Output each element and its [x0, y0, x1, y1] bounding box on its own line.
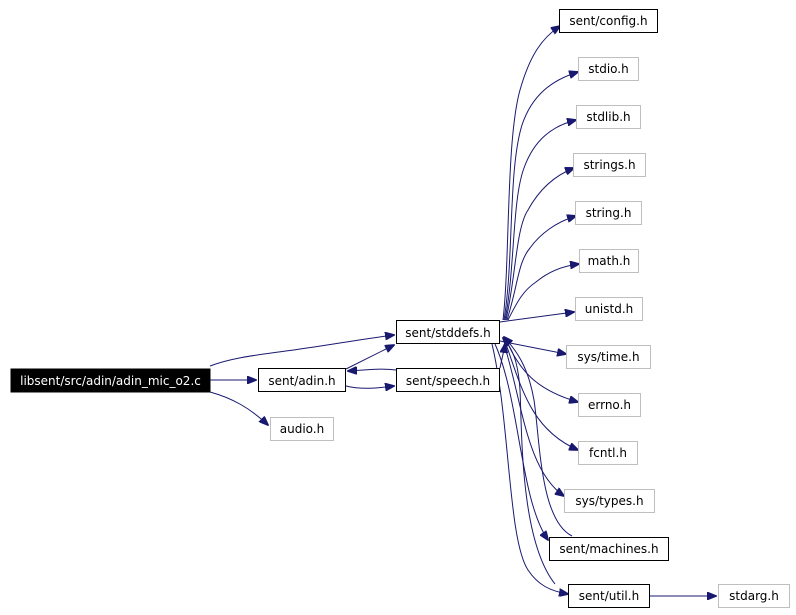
node-strings[interactable]: strings.h [573, 153, 646, 177]
node-systypes-label: sys/types.h [575, 494, 643, 508]
node-unistd[interactable]: unistd.h [575, 297, 643, 321]
node-util-label: sent/util.h [579, 589, 639, 603]
node-root-label: libsent/src/adin/adin_mic_o2.c [20, 374, 201, 388]
node-systime[interactable]: sys/time.h [566, 345, 651, 369]
edge-stddefs-to-string [506, 216, 576, 321]
node-errno-label: errno.h [588, 398, 631, 412]
node-systime-label: sys/time.h [577, 350, 639, 364]
node-errno[interactable]: errno.h [578, 393, 641, 417]
node-stdio[interactable]: stdio.h [578, 57, 639, 81]
edges [209, 26, 716, 596]
node-config[interactable]: sent/config.h [559, 9, 658, 33]
node-machines-label: sent/machines.h [559, 542, 658, 556]
node-stddefs-label: sent/stddefs.h [405, 326, 490, 340]
edge-speech-to-adin [348, 369, 397, 371]
node-stdlib[interactable]: stdlib.h [576, 105, 641, 129]
node-stdarg-label: stdarg.h [729, 589, 779, 603]
node-config-label: sent/config.h [569, 14, 647, 28]
node-fcntl-label: fcntl.h [589, 446, 627, 460]
edge-stddefs-to-strings [505, 168, 574, 321]
edge-stddefs-to-stdlib [504, 120, 576, 321]
node-stddefs[interactable]: sent/stddefs.h [396, 320, 500, 344]
edge-stddefs-to-unistd [499, 312, 574, 323]
edge-stddefs-to-systypes [503, 343, 564, 496]
node-adin[interactable]: sent/adin.h [258, 368, 346, 392]
edge-stddefs-to-math [507, 264, 579, 321]
edge-stddefs-to-stdio [503, 72, 578, 321]
edge-stddefs-to-config [502, 26, 560, 321]
node-systypes[interactable]: sys/types.h [564, 489, 655, 513]
node-math[interactable]: math.h [579, 249, 639, 273]
node-stdlib-label: stdlib.h [586, 110, 630, 124]
node-stdio-label: stdio.h [588, 62, 628, 76]
edge-adin-to-speech [345, 386, 394, 388]
node-string-label: string.h [586, 206, 632, 220]
node-audio-label: audio.h [280, 422, 324, 436]
node-unistd-label: unistd.h [585, 302, 634, 316]
node-stdarg[interactable]: stdarg.h [718, 584, 790, 608]
edge-stddefs-to-fcntl [505, 343, 578, 450]
node-strings-label: strings.h [583, 158, 635, 172]
node-speech-label: sent/speech.h [406, 374, 490, 388]
edge-adin-to-stddefs [345, 345, 394, 370]
node-audio[interactable]: audio.h [270, 417, 334, 441]
node-speech[interactable]: sent/speech.h [396, 368, 500, 392]
edge-util-to-stddefs [503, 338, 556, 585]
node-machines[interactable]: sent/machines.h [549, 537, 669, 561]
node-math-label: math.h [588, 254, 631, 268]
edge-stddefs-to-machines [494, 343, 548, 540]
node-adin-label: sent/adin.h [268, 374, 335, 388]
edge-stddefs-to-util [491, 343, 568, 594]
node-fcntl[interactable]: fcntl.h [578, 441, 638, 465]
edge-root-to-stddefs [209, 335, 394, 367]
node-string[interactable]: string.h [575, 201, 642, 225]
edge-machines-to-stddefs [504, 337, 573, 537]
edge-root-to-audio [209, 391, 268, 425]
node-util[interactable]: sent/util.h [568, 584, 650, 608]
node-root[interactable]: libsent/src/adin/adin_mic_o2.c [10, 368, 211, 393]
